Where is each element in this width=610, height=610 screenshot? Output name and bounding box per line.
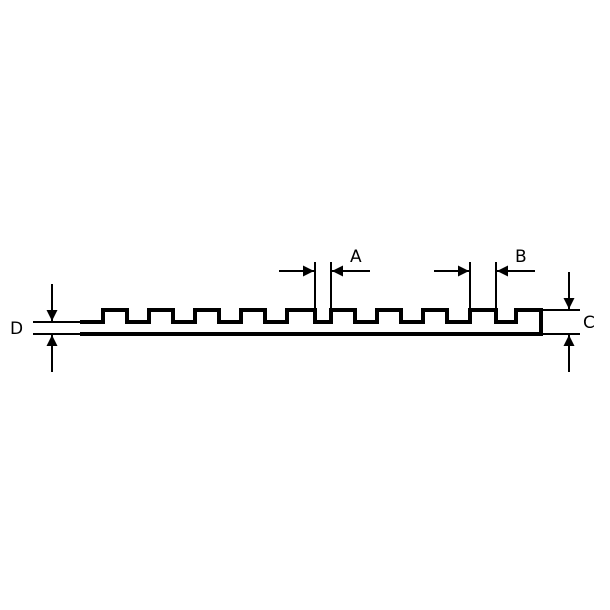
dimension-c-label: C bbox=[583, 313, 595, 333]
dimension-b-label: B bbox=[515, 247, 527, 267]
dimension-c bbox=[541, 272, 580, 372]
dimension-b bbox=[434, 262, 535, 310]
profile-top-edge bbox=[80, 308, 543, 336]
dimension-a-label: A bbox=[350, 247, 362, 267]
dimension-d-label: D bbox=[10, 319, 23, 339]
dimension-a bbox=[279, 262, 370, 310]
dimension-d bbox=[33, 284, 80, 372]
toothed-profile bbox=[80, 308, 543, 336]
